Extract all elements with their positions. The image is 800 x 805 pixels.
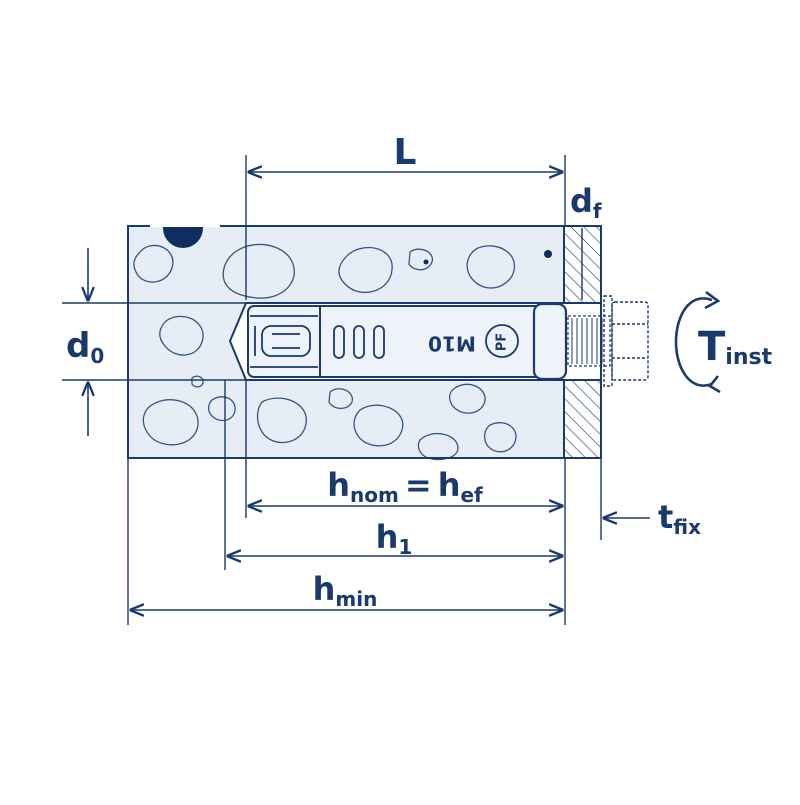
svg-text:hmin: hmin [313, 570, 378, 611]
dimension-d-0: d0 [62, 248, 246, 436]
label-h-1-main: h [376, 518, 399, 556]
label-L: L [394, 132, 417, 173]
label-t-fix-main: t [658, 498, 673, 536]
size-marking: M10 [428, 332, 476, 356]
thread-lines [571, 318, 603, 364]
sleeve-slots [333, 325, 385, 359]
torque-arrow-icon [674, 297, 713, 387]
svg-text:hnom=hef: hnom=hef [327, 466, 483, 507]
svg-text:tfix: tfix [658, 498, 701, 539]
label-T-inst-main: T [698, 324, 726, 370]
svg-text:Tinst: Tinst [698, 324, 773, 370]
label-d-f-sub: f [593, 199, 602, 223]
svg-text:h1: h1 [376, 518, 413, 559]
nut [603, 295, 649, 387]
dimension-t-fix: tfix [600, 458, 701, 540]
label-h-min-sub: min [335, 587, 377, 611]
label-d-0-main: d [66, 326, 90, 366]
anchor-body: M10 PF [247, 302, 568, 381]
svg-text:df: df [570, 182, 602, 223]
label-T-inst-sub: inst [725, 345, 772, 370]
label-t-fix-sub: fix [673, 515, 701, 539]
expansion-cone [250, 315, 318, 368]
torque-indicator: Tinst [674, 290, 773, 394]
logo-text: PF [495, 333, 510, 351]
svg-text:d0: d0 [66, 326, 104, 368]
label-h-ef-sub: ef [460, 483, 483, 507]
label-d-f-main: d [570, 182, 593, 220]
dimension-h-1: h1 [224, 380, 562, 570]
label-d-0-sub: 0 [90, 344, 104, 368]
svg-text:L: L [394, 132, 417, 173]
label-equals: = [405, 466, 432, 504]
dimension-h-min: hmin [127, 458, 562, 625]
dimension-h-nom-h-ef: hnom=hef [245, 380, 566, 625]
manufacturer-logo [485, 324, 519, 358]
label-h-min-main: h [313, 570, 336, 608]
aggregate-stones [133, 243, 517, 461]
label-h-1-sub: 1 [398, 535, 412, 559]
dimension-d-f: df [570, 182, 602, 300]
label-h-nom-sub: nom [350, 483, 399, 507]
dimension-L: L [245, 132, 566, 300]
anchor-thread-and-nut [567, 295, 649, 387]
label-h-ef-main: h [438, 466, 461, 504]
label-h-nom-main: h [327, 466, 350, 504]
